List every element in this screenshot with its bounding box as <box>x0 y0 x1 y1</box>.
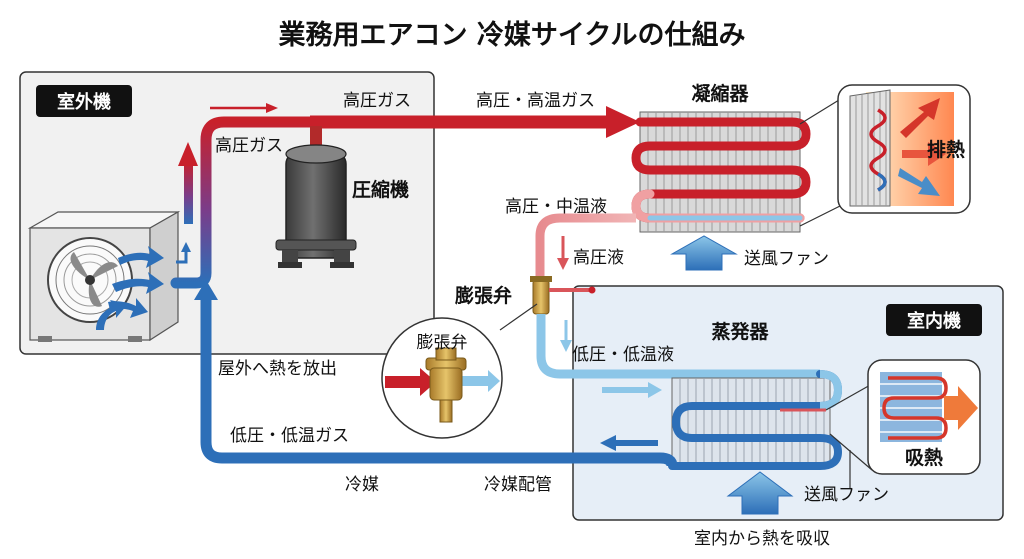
discharge-pipe <box>170 116 316 289</box>
liquid-flow-arrowhead <box>557 258 569 270</box>
expansion-valve-icon <box>530 276 596 315</box>
condenser-label: 凝縮器 <box>691 82 749 105</box>
fan-label-bottom: 送風ファン <box>804 485 889 505</box>
blower-arrow-icon <box>726 471 794 515</box>
suction-arrowhead <box>194 280 218 300</box>
condenser-coil-icon <box>631 111 811 233</box>
liquid-pipe <box>535 213 636 282</box>
small-flow-arrow <box>176 250 188 264</box>
up-arrow-icon <box>178 142 198 224</box>
lp-lt-liquid-label: 低圧・低温液 <box>572 345 674 365</box>
lp-lt-gas-label: 低圧・低温ガス <box>230 426 349 446</box>
heat-exhaust-icon <box>837 84 971 214</box>
release-heat-label: 屋外へ熱を放出 <box>218 359 337 379</box>
fan-label-top: 送風ファン <box>744 249 829 269</box>
expansion-valve-detail-icon <box>381 317 503 439</box>
outdoor-tag: 室外機 <box>57 91 111 113</box>
outdoor-airflow-arrows <box>96 246 164 330</box>
indoor-tag-bg <box>886 304 982 336</box>
suction-pipe <box>200 296 678 467</box>
zoom-line <box>499 303 538 331</box>
hp-mt-liquid-label: 高圧・中温液 <box>505 197 607 217</box>
hp-ht-gas-label: 高圧・高温ガス <box>476 91 595 111</box>
hp-gas-label-mid: 高圧ガス <box>215 136 283 156</box>
small-flow-arrowhead <box>181 242 191 252</box>
absorb-heat-indoor-label: 室内から熱を吸収 <box>694 529 830 549</box>
evaporator-coil-icon <box>668 370 843 470</box>
refrigerant-pipe-label: 冷媒配管 <box>484 475 552 495</box>
zoom-line <box>829 433 873 471</box>
evaporator-label: 蒸発器 <box>711 320 769 343</box>
expansion-valve-label: 膨張弁 <box>454 284 512 307</box>
hot-gas-arrowhead <box>606 106 640 138</box>
expansion-valve-detail-label: 膨張弁 <box>417 333 468 353</box>
heat-absorb-label: 吸熱 <box>905 446 943 469</box>
outdoor-tag-bg <box>36 85 132 117</box>
low-pressure-liquid-pipe <box>536 314 820 379</box>
page-title: 業務用エアコン 冷媒サイクルの仕組み <box>278 19 745 51</box>
compressor-label: 圧縮機 <box>352 178 409 201</box>
flow-arrowhead-small <box>266 103 278 113</box>
blower-arrow-icon <box>670 235 738 271</box>
indoor-tag: 室内機 <box>907 310 961 332</box>
heat-absorb-icon <box>867 359 981 475</box>
indoor-airflow-arrows <box>600 382 662 451</box>
refrigerant-label: 冷媒 <box>345 475 379 495</box>
hp-gas-label-top: 高圧ガス <box>343 91 411 111</box>
hp-liquid-label: 高圧液 <box>573 248 624 268</box>
heat-exhaust-label: 排熱 <box>927 138 965 161</box>
zoom-line <box>825 383 873 411</box>
lp-flow-arrowhead <box>560 340 572 352</box>
compressor-icon <box>275 126 357 268</box>
